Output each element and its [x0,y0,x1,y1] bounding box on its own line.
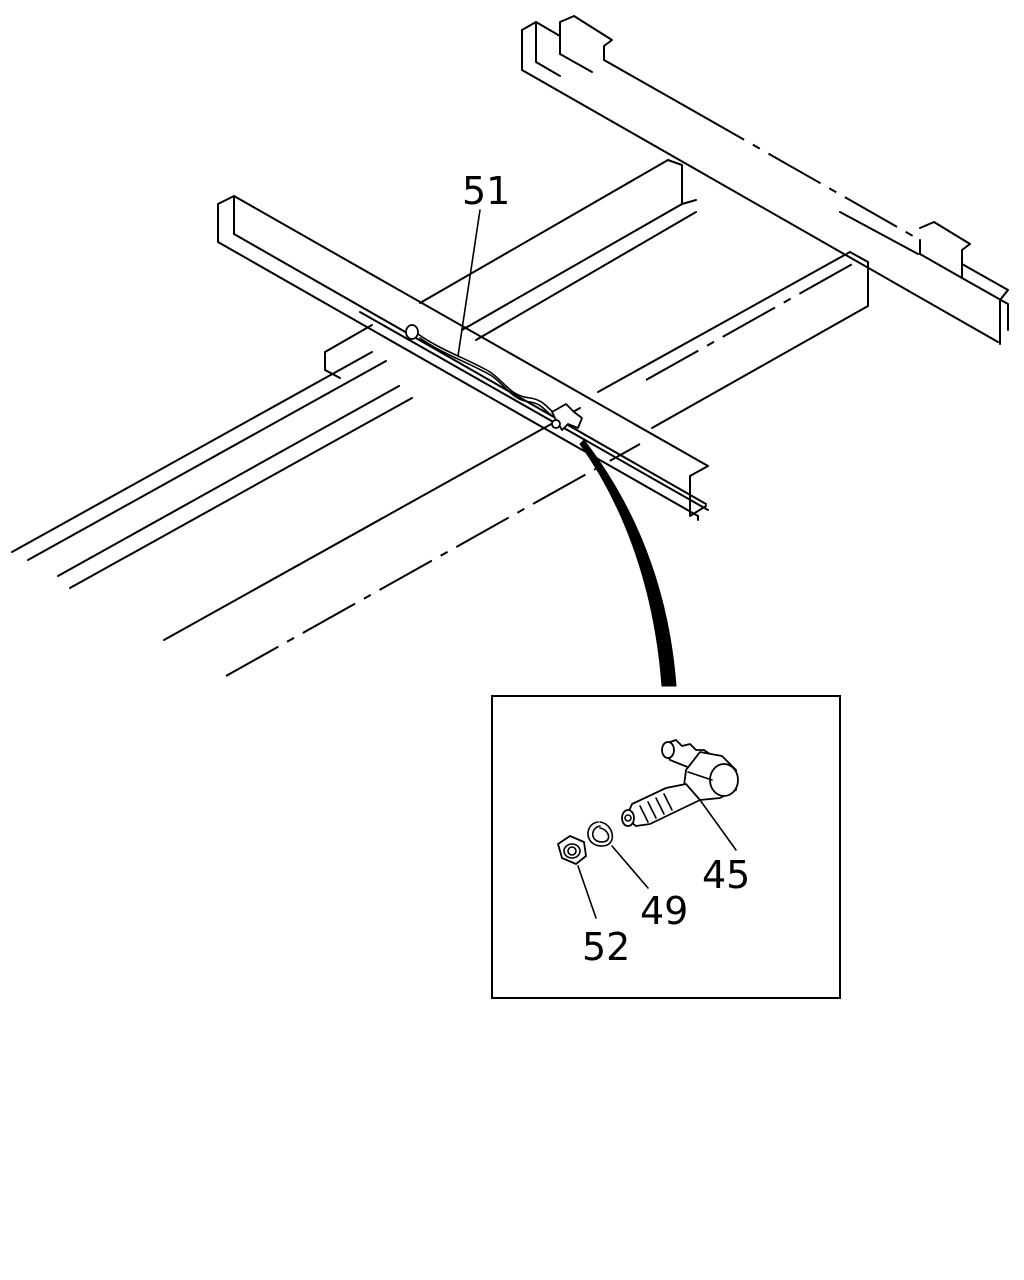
leader-line-52 [577,865,597,919]
rear-crossmember [521,15,1009,345]
washer-part [587,821,614,847]
callout-52: 52 [582,925,630,969]
leader-line-45 [699,799,737,851]
callout-45: 45 [702,853,750,897]
leader-line-51 [457,209,481,357]
cable-harness [405,324,583,431]
detail-pointer [579,439,677,687]
leader-line-49 [611,845,649,889]
detail-box [491,695,841,999]
callout-51: 51 [462,169,510,213]
front-crossmember [217,195,709,521]
callout-49: 49 [640,889,688,933]
connector-fitting-part [621,739,739,827]
nut-part [557,835,587,865]
chassis-rails [11,159,869,677]
